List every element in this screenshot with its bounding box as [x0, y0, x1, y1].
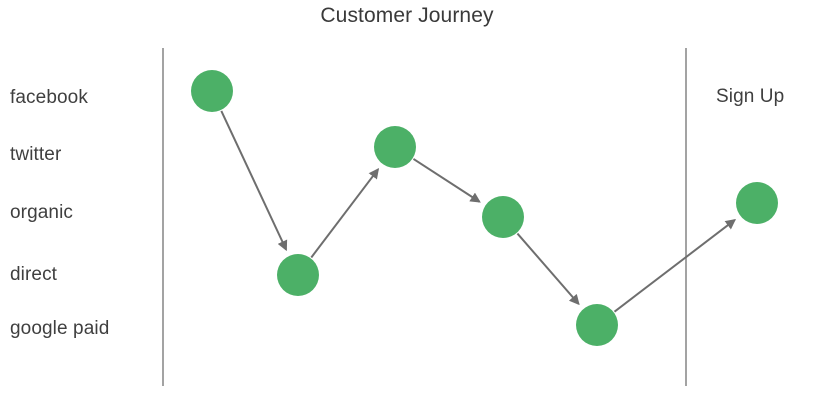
page-title: Customer Journey	[320, 4, 494, 27]
channel-label-twitter: twitter	[10, 144, 62, 165]
journey-node[interactable]	[482, 196, 524, 238]
journey-node[interactable]	[374, 126, 416, 168]
journey-arrow	[310, 168, 380, 259]
journey-arrows	[220, 110, 737, 313]
journey-node[interactable]	[191, 70, 233, 112]
channel-label-facebook: facebook	[10, 87, 88, 108]
goal-label-sign-up: Sign Up	[716, 86, 785, 107]
journey-arrow	[516, 232, 580, 306]
journey-node[interactable]	[576, 304, 618, 346]
channel-label-organic: organic	[10, 202, 74, 223]
channel-label-direct: direct	[10, 264, 58, 285]
journey-nodes	[191, 70, 778, 346]
journey-arrow	[412, 158, 481, 203]
axis-rules	[162, 48, 687, 386]
channel-label-google-paid: google paid	[10, 318, 110, 339]
journey-arrow	[613, 219, 737, 313]
journey-node[interactable]	[277, 254, 319, 296]
journey-node[interactable]	[736, 182, 778, 224]
journey-arrow	[220, 110, 288, 252]
